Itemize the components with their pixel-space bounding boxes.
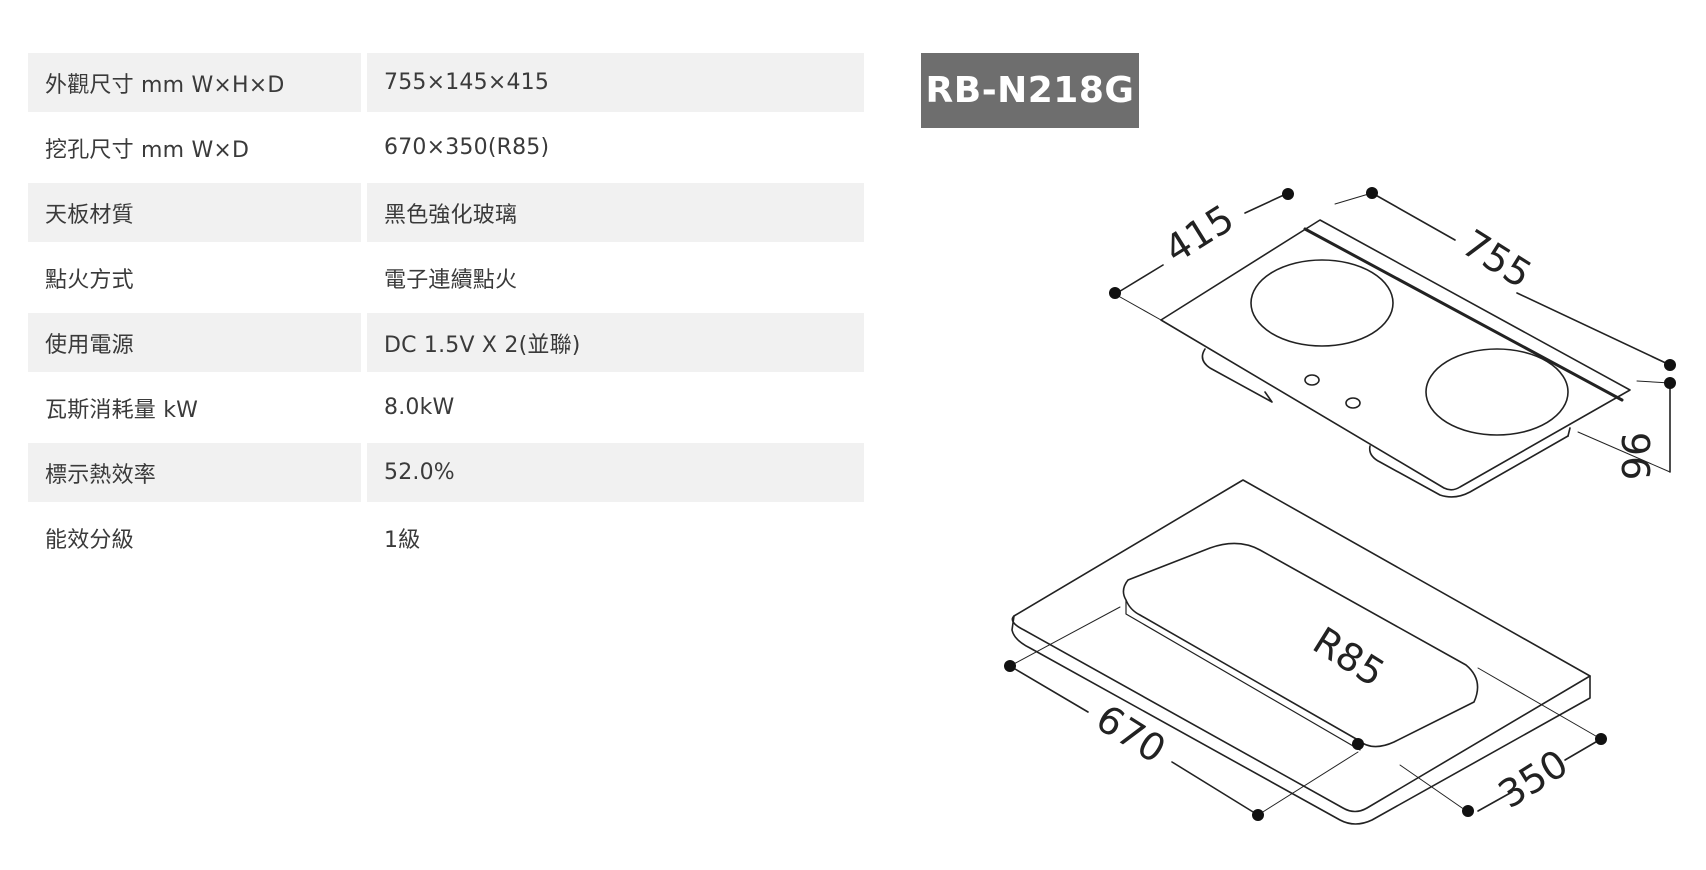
burner-left-icon	[1250, 259, 1394, 347]
dimension-label: 350	[1491, 741, 1576, 817]
dimension-755: 755	[1334, 187, 1676, 371]
spec-value: 670×350(R85)	[384, 135, 550, 160]
spec-label: 點火方式	[45, 267, 134, 293]
dimension-diagram: 415 755 96 R85	[950, 160, 1690, 844]
spec-row: 使用電源 DC 1.5V X 2(並聯)	[28, 313, 864, 372]
spec-label: 天板材質	[28, 183, 361, 242]
spec-table: 外觀尺寸 mm W×H×D 755×145×415 挖孔尺寸 mm W×D 67…	[28, 53, 864, 573]
spec-label: 挖孔尺寸 mm W×D	[45, 137, 250, 163]
spec-row: 天板材質 黑色強化玻璃	[28, 183, 864, 242]
dimension-label: R85	[1306, 619, 1393, 696]
spec-label: 使用電源	[28, 313, 361, 372]
spec-row: 挖孔尺寸 mm W×D 670×350(R85)	[28, 118, 864, 177]
spec-value: 黑色強化玻璃	[367, 183, 864, 242]
dimension-label: 755	[1454, 221, 1539, 297]
spec-value: 8.0kW	[384, 395, 455, 420]
spec-value: DC 1.5V X 2(並聯)	[367, 313, 864, 372]
spec-row: 標示熱效率 52.0%	[28, 443, 864, 502]
dimension-label: 670	[1088, 696, 1173, 772]
spec-row: 外觀尺寸 mm W×H×D 755×145×415	[28, 53, 864, 112]
dimension-350: 350	[1399, 667, 1607, 817]
burner-right-icon	[1425, 348, 1569, 436]
spec-label: 能效分級	[45, 527, 134, 553]
spec-label: 外觀尺寸 mm W×H×D	[28, 53, 361, 112]
spec-row: 能效分級 1級	[28, 508, 864, 567]
dimension-label: 96	[1615, 432, 1659, 480]
spec-value: 電子連續點火	[384, 267, 518, 293]
dimension-label: 415	[1157, 196, 1242, 272]
dimension-96: 96	[1577, 377, 1676, 480]
spec-row: 點火方式 電子連續點火	[28, 248, 864, 307]
spec-label: 標示熱效率	[28, 443, 361, 502]
spec-value: 52.0%	[367, 443, 864, 502]
knob-icon	[1304, 374, 1320, 386]
knob-icon	[1345, 397, 1361, 409]
cooktop-drawing	[1160, 219, 1631, 498]
spec-row: 瓦斯消耗量 kW 8.0kW	[28, 378, 864, 437]
spec-label: 瓦斯消耗量 kW	[45, 397, 199, 423]
spec-value: 755×145×415	[367, 53, 864, 112]
model-badge: RB-N218G	[921, 53, 1139, 128]
spec-value: 1級	[384, 527, 421, 553]
